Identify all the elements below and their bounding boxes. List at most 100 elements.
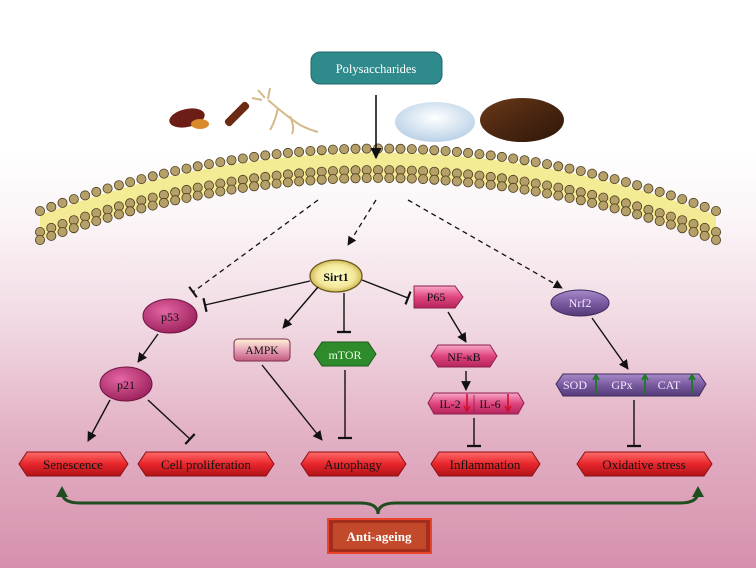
lipid-head [688, 226, 699, 237]
p53-node [142, 298, 198, 334]
lipid-head [542, 188, 553, 199]
lipid-head [35, 234, 46, 245]
nrf2-label: Nrf2 [569, 296, 592, 310]
lipid-head [68, 223, 79, 234]
lipid-head [327, 174, 338, 185]
lipid-head [418, 174, 429, 185]
bracket-right-arrowhead-icon [692, 486, 704, 497]
lipid-head [192, 190, 203, 201]
lipid-head [418, 144, 429, 155]
lipid-head [564, 163, 575, 174]
lipid-head [80, 190, 91, 201]
ginseng-root-image [251, 87, 319, 135]
lipid-head [632, 209, 643, 220]
anti-ageing-label: Anti-ageing [347, 529, 413, 544]
ampk-node [233, 338, 291, 362]
lipid-head [406, 173, 417, 184]
lipid-head [372, 143, 383, 154]
anti-ageing-inner [333, 523, 426, 549]
arrow-sirt1-ampk [282, 286, 319, 329]
brown-extract-image [480, 98, 564, 142]
mtor-node [313, 341, 377, 367]
lipid-head [136, 174, 147, 185]
lipid-head [361, 143, 372, 154]
lipid-head [632, 180, 643, 191]
lipid-head [327, 144, 338, 155]
p21-node [99, 366, 153, 402]
lipid-head [474, 149, 485, 160]
gpx-label: GPx [611, 378, 632, 392]
mushroom-image [169, 108, 209, 129]
lipid-head [249, 181, 260, 192]
sirt1-node [309, 259, 363, 293]
dashed-inhibit-p53 [188, 199, 319, 298]
lipid-head [316, 145, 327, 156]
lipid-head [271, 178, 282, 189]
oxidative-stress-box [576, 451, 713, 477]
lipid-head [496, 151, 507, 162]
cat-up-arrow-icon [688, 373, 696, 394]
bark-stick-image [224, 101, 250, 127]
lipid-head [542, 159, 553, 170]
p53-label: p53 [161, 310, 179, 324]
lipid-head [181, 192, 192, 203]
lipid-head [429, 174, 440, 185]
sod-up-arrow-icon [592, 373, 600, 394]
il6-label: IL-6 [479, 397, 500, 411]
lipid-head [294, 146, 305, 157]
lipid-head [350, 143, 361, 154]
ampk-label: AMPK [245, 345, 279, 357]
inhibit-sirt1-p65 [361, 279, 412, 305]
cell-membrane [35, 143, 722, 245]
lipid-head [677, 194, 688, 205]
lipid-head [519, 155, 530, 166]
lipid-head [158, 168, 169, 179]
lipid-head [136, 203, 147, 214]
lipid-head [519, 184, 530, 195]
lipid-head [508, 182, 519, 193]
lipid-head [102, 212, 113, 223]
lipid-head [440, 175, 451, 186]
lipid-head [294, 176, 305, 187]
lipid-head [496, 181, 507, 192]
polysaccharides-label: Polysaccharides [336, 62, 417, 76]
lipid-head [203, 188, 214, 199]
lipid-head [46, 201, 57, 212]
lipid-head [530, 186, 541, 197]
lipid-head [530, 157, 541, 168]
lipid-head [665, 219, 676, 230]
inflammation-label: Inflammation [450, 457, 521, 472]
lipid-head [282, 177, 293, 188]
bracket-left-arrowhead-icon [56, 486, 68, 497]
oxidative-stress-label: Oxidative stress [602, 457, 685, 472]
lipid-head [361, 173, 372, 184]
lipid-head [215, 157, 226, 168]
lipid-head [711, 205, 722, 216]
lipid-head [260, 179, 271, 190]
lipid-head [384, 173, 395, 184]
senescence-label: Senescence [43, 457, 103, 472]
powder-image [395, 102, 475, 142]
lipid-head [68, 194, 79, 205]
lipid-head [440, 145, 451, 156]
lipid-head [113, 180, 124, 191]
lipid-head [598, 171, 609, 182]
lipid-head [643, 183, 654, 194]
il2-down-arrow-icon [463, 394, 471, 413]
arrow-ampk-autophagy [261, 364, 323, 441]
lipid-head [598, 200, 609, 211]
lipid-head [147, 200, 158, 211]
lipid-head [125, 206, 136, 217]
il6-down-arrow-icon [504, 394, 512, 413]
inhibit-p21-proliferation [147, 399, 196, 445]
lipid-head [57, 226, 68, 237]
lipid-head [46, 230, 57, 241]
lipid-head [384, 143, 395, 154]
lipid-head [80, 219, 91, 230]
polysaccharides-box [310, 51, 443, 85]
lipid-head [553, 190, 564, 201]
nrf2-node [550, 289, 610, 317]
lipid-head [113, 209, 124, 220]
dashed-arrow-sirt1 [347, 199, 377, 246]
